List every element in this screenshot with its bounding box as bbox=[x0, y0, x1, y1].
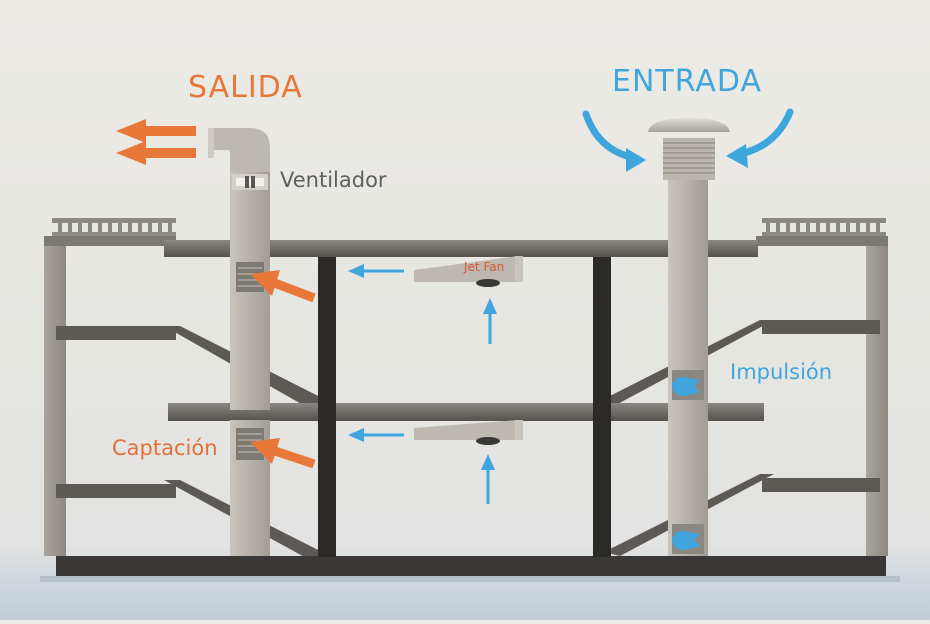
ventilador-label: Ventilador bbox=[280, 168, 387, 192]
exhaust-arrows bbox=[116, 119, 196, 165]
right-wall bbox=[866, 236, 888, 556]
jet-fan-lower bbox=[414, 420, 523, 445]
ground-slab bbox=[56, 556, 886, 576]
left-roof-railing bbox=[52, 218, 176, 237]
airflow-arrow-up-lower bbox=[481, 454, 495, 504]
jet-fan-label: Jet Fan bbox=[464, 260, 505, 274]
capture-arrow-lower bbox=[250, 438, 316, 469]
capture-arrow-upper bbox=[250, 270, 316, 303]
exhaust-duct bbox=[208, 128, 270, 556]
intake-cap bbox=[648, 118, 730, 132]
right-ramps bbox=[598, 320, 880, 556]
jet-fan-upper bbox=[414, 256, 523, 287]
right-roof-railing bbox=[762, 218, 886, 237]
intake-curved-arrow-left bbox=[582, 110, 646, 172]
salida-label: SALIDA bbox=[188, 70, 303, 105]
left-wall bbox=[44, 236, 66, 556]
supply-outlet-icon bbox=[672, 376, 700, 550]
captacion-label: Captación bbox=[112, 436, 218, 460]
airflow-arrow-up-upper bbox=[483, 298, 497, 344]
airflow-arrow-left-upper bbox=[348, 264, 404, 278]
airflow-arrow-left-lower bbox=[348, 428, 404, 442]
impulsion-label: Impulsión bbox=[730, 360, 833, 384]
right-column bbox=[593, 257, 611, 557]
middle-slab bbox=[168, 403, 764, 421]
ventilator-fan-icon bbox=[232, 174, 268, 190]
entrada-label: ENTRADA bbox=[612, 64, 762, 99]
left-column bbox=[318, 257, 336, 557]
intake-duct bbox=[648, 118, 730, 556]
intake-curved-arrow-right bbox=[726, 108, 794, 168]
roof-slab bbox=[164, 240, 758, 257]
